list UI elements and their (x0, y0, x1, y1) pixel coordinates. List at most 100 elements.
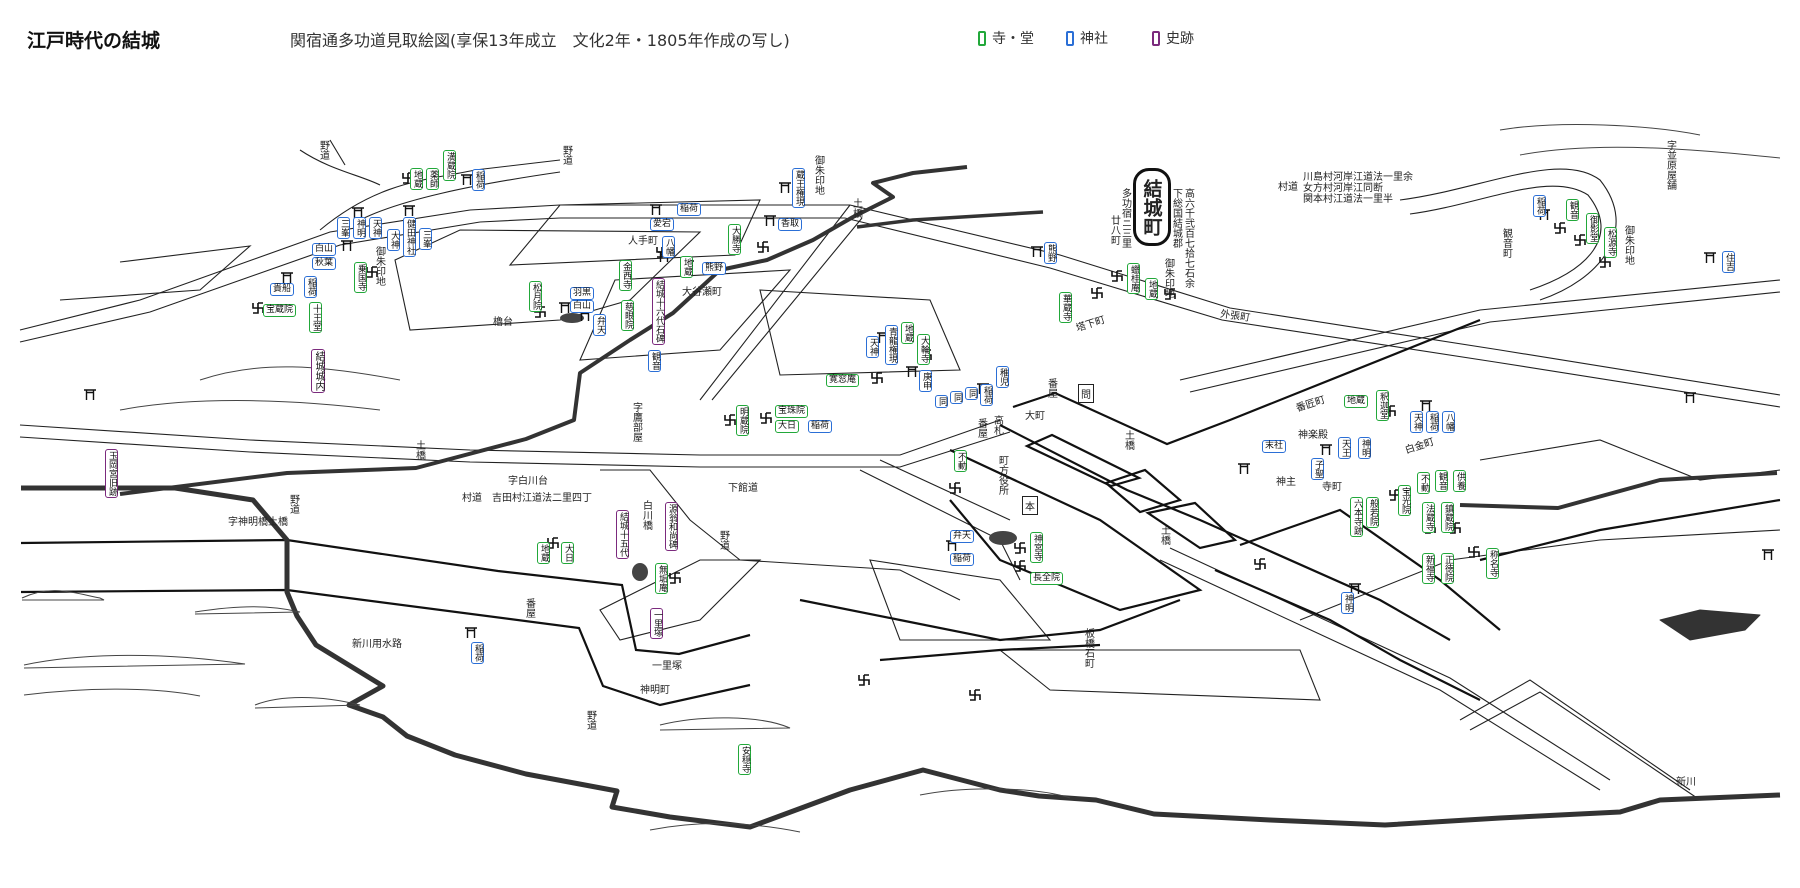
map-label: 神楽殿 (1298, 430, 1328, 441)
shrine-marker[interactable]: 貴船 (270, 283, 295, 296)
temple-marker[interactable]: 地蔵 (680, 256, 693, 278)
temple-marker[interactable]: 法蔵寺 (1422, 502, 1435, 533)
temple-marker[interactable]: 地蔵 (537, 542, 550, 564)
shrine-marker[interactable]: 稚児 (996, 366, 1009, 388)
shrine-marker[interactable]: 稲荷 (1533, 195, 1546, 217)
main-street-outlines (20, 318, 1781, 707)
shrine-marker[interactable]: 青龍権現 (885, 325, 898, 365)
shrine-marker[interactable]: 天神 (1410, 411, 1423, 433)
temple-marker[interactable]: 薬師 (426, 168, 439, 190)
temple-marker[interactable]: 般若院 (1366, 497, 1379, 528)
shrine-marker[interactable]: 稲荷 (472, 169, 485, 191)
shrine-swatch-icon (1066, 30, 1074, 46)
temple-marker[interactable]: 称名寺 (1486, 548, 1499, 579)
shrine-marker[interactable]: 観音 (648, 350, 661, 372)
temple-marker[interactable]: 大日 (561, 542, 574, 564)
shrine-marker[interactable]: 熊野 (702, 262, 727, 275)
shrine-marker[interactable]: 天神 (866, 336, 879, 358)
shrine-marker[interactable]: 稲荷 (808, 420, 833, 433)
river-label: 新川用水路 (352, 639, 402, 650)
shrine-marker[interactable]: 三峯 (337, 217, 350, 239)
temple-marker[interactable]: 慈眼院 (621, 300, 634, 331)
shrine-marker[interactable]: 末社 (1262, 440, 1287, 453)
temple-marker[interactable]: 金西寺 (619, 260, 632, 291)
temple-marker[interactable]: 六本寺跡 (1350, 497, 1363, 537)
shrine-marker[interactable]: 稲荷 (677, 203, 702, 216)
shrine-marker[interactable]: 弁天 (950, 530, 975, 543)
temple-marker[interactable]: 蠟桂庵 (1127, 263, 1140, 294)
temple-marker[interactable]: 乗国寺 (354, 262, 367, 293)
temple-marker[interactable]: 地蔵 (410, 168, 423, 190)
temple-marker[interactable]: 観音 (1566, 199, 1579, 221)
shrine-marker[interactable]: 八幡 (662, 236, 675, 258)
shrine-marker[interactable]: 庚申 (919, 370, 932, 392)
temple-marker[interactable]: 新福寺 (1422, 553, 1435, 584)
temple-marker[interactable]: 宝光院 (1398, 485, 1411, 516)
temple-marker[interactable]: 宝蔵院 (263, 304, 297, 317)
temple-marker[interactable]: 大輪寺 (917, 334, 930, 365)
shrine-marker[interactable]: 熊野 (1044, 242, 1057, 264)
temple-swatch-icon (978, 30, 986, 46)
shrine-marker[interactable]: 同 (950, 391, 963, 404)
shrine-marker[interactable]: 稲荷 (980, 384, 993, 406)
temple-marker[interactable]: 釈迦堂 (1376, 390, 1389, 421)
temple-marker[interactable]: 大勝寺 (728, 224, 741, 255)
shrine-marker[interactable]: 白山 (570, 300, 595, 313)
temple-marker[interactable]: 松月院 (529, 281, 542, 312)
temple-marker[interactable]: 松源寺 (1604, 227, 1617, 258)
shrine-marker[interactable]: 稲荷 (304, 276, 317, 298)
temple-marker[interactable]: 地蔵 (1344, 395, 1369, 408)
temple-marker[interactable]: 大日 (775, 420, 800, 433)
shrine-marker[interactable]: 稲荷 (1426, 411, 1439, 433)
temple-marker[interactable]: 十王堂 (309, 302, 322, 333)
shrine-marker[interactable]: 同 (965, 387, 978, 400)
temple-marker[interactable]: 不動 (1417, 472, 1430, 494)
temple-marker[interactable]: 明蔵院 (736, 405, 749, 436)
shrine-marker[interactable]: 蔵王権現 (792, 168, 805, 208)
shrine-marker[interactable]: 弁天 (593, 314, 606, 336)
shrine-marker[interactable]: 三峯 (419, 228, 432, 250)
shrine-marker[interactable]: 香取 (778, 218, 803, 231)
shrine-marker[interactable]: 天王 (1338, 437, 1351, 459)
temple-marker[interactable]: 鎮蔵院 (1441, 502, 1454, 533)
shrine-marker[interactable]: 住吉 (1722, 251, 1735, 273)
temple-marker[interactable]: 御影堂 (1586, 213, 1599, 244)
shrine-marker[interactable]: 稲荷 (950, 553, 975, 566)
shrine-marker[interactable]: 神明 (1341, 592, 1354, 614)
temple-marker[interactable]: 地蔵 (901, 322, 914, 344)
shrine-marker[interactable]: 天神 (369, 217, 382, 239)
shrine-marker[interactable]: 愛宕 (650, 218, 675, 231)
shrine-marker[interactable]: 八幡 (1442, 411, 1455, 433)
temple-marker[interactable]: 宝珠院 (775, 405, 809, 418)
temple-marker[interactable]: 地蔵 (1145, 278, 1158, 300)
shrine-marker[interactable]: 健田神社 (403, 217, 416, 257)
temple-marker[interactable]: 寛窓庵 (826, 374, 860, 387)
temple-marker[interactable]: 無垢庵 (655, 563, 668, 594)
shrine-marker[interactable]: 神明 (353, 217, 366, 239)
temple-marker[interactable]: 安穏寺 (738, 744, 751, 775)
historic-site-marker[interactable]: 玉岡宮旧跡 (105, 449, 118, 498)
temple-marker[interactable]: 神宮寺 (1030, 532, 1043, 563)
temple-marker[interactable]: 華蔵寺 (1059, 292, 1072, 323)
shrine-marker[interactable]: 白山 (312, 243, 337, 256)
historic-site-marker[interactable]: 結城十五代 (616, 510, 629, 559)
temple-marker[interactable]: 長全院 (1030, 572, 1064, 585)
shrine-marker[interactable]: 大神 (387, 229, 400, 251)
shrine-marker[interactable]: 同 (935, 395, 948, 408)
shrine-marker[interactable]: 羽黒 (570, 287, 595, 300)
shrine-marker[interactable]: 子聖 (1311, 458, 1324, 480)
shrine-marker[interactable]: 秋葉 (312, 257, 337, 270)
bridge-label: 土橋 (1122, 430, 1134, 450)
shrine-marker[interactable]: 稲荷 (471, 642, 484, 664)
temple-marker[interactable]: 供養 (1453, 470, 1466, 492)
historic-site-marker[interactable]: 一里塚 (650, 608, 663, 639)
shrine-marker[interactable]: 神明 (1358, 437, 1371, 459)
historic-site-marker[interactable]: 結城十六代石碑 (652, 278, 665, 345)
temple-marker[interactable]: 正徳院 (1441, 553, 1454, 584)
map-label: 御朱印地 (1622, 225, 1634, 265)
historic-site-marker[interactable]: 結城城内 (311, 349, 325, 393)
historic-site-marker[interactable]: 源翁和尚碑 (665, 502, 678, 551)
temple-marker[interactable]: 満蔵院 (443, 150, 456, 181)
temple-marker[interactable]: 観音 (1435, 470, 1448, 492)
temple-marker[interactable]: 不動 (954, 450, 967, 472)
